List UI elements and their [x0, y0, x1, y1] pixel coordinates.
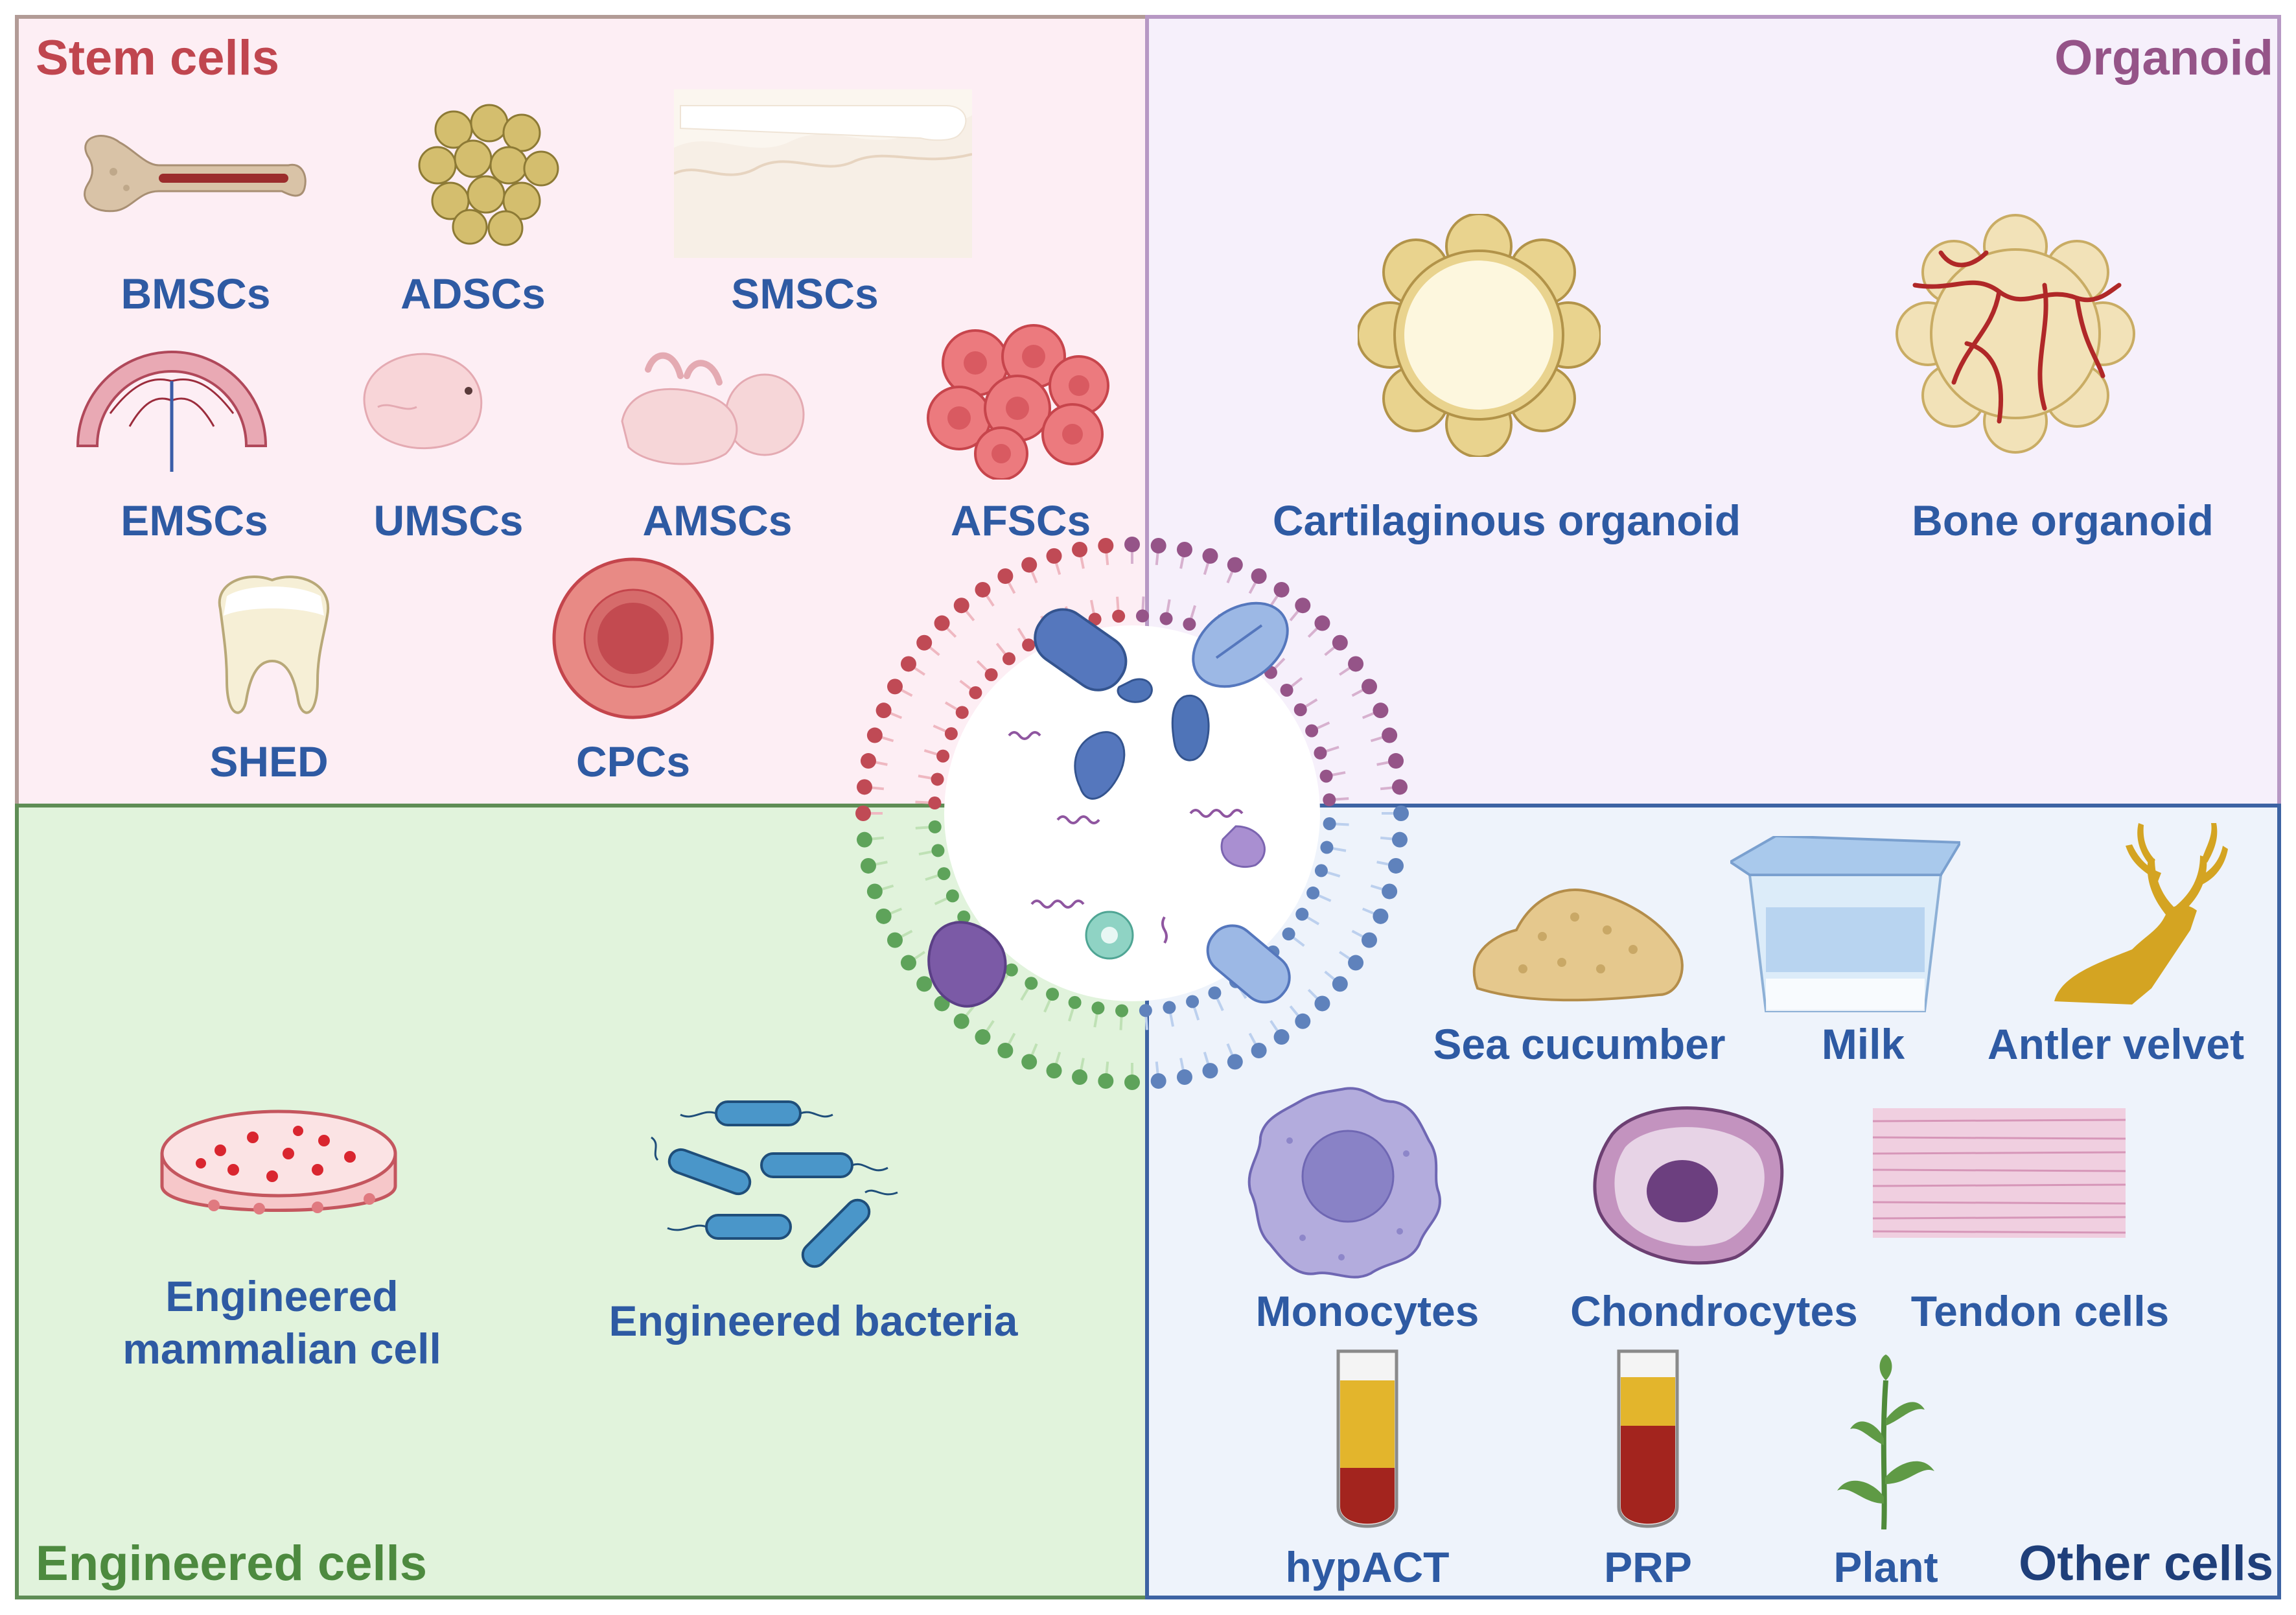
organoid-title: Organoid — [2054, 30, 2273, 86]
plant-icon — [1824, 1354, 1944, 1529]
bmscs-label: BMSCs — [121, 270, 271, 318]
prp-tube-icon — [1612, 1345, 1684, 1539]
bone-icon — [75, 130, 311, 220]
plant-label: Plant — [1833, 1543, 1938, 1591]
chondrocyte-icon — [1586, 1095, 1787, 1267]
other-cells-title: Other cells — [2019, 1536, 2273, 1591]
placenta-icon — [71, 342, 272, 472]
tendon-cells-label: Tendon cells — [1910, 1287, 2170, 1335]
adscs-label: ADSCs — [400, 270, 546, 318]
cartilaginous-organoid-label: Cartilaginous organoid — [1272, 496, 1741, 544]
petri-dish-icon — [156, 1102, 402, 1231]
prp-label: PRP — [1604, 1543, 1692, 1591]
emscs-label: EMSCs — [121, 496, 268, 544]
monocyte-icon — [1244, 1082, 1445, 1283]
bone-organoid-icon — [1896, 214, 2135, 454]
engineered-cells-title: Engineered cells — [36, 1536, 428, 1591]
engineered-bacteria-label: Engineered bacteria — [609, 1297, 1018, 1345]
antler-velvet-label: Antler velvet — [1987, 1020, 2245, 1068]
sea-cucumber-label: Sea cucumber — [1433, 1020, 1726, 1068]
red-cell-cluster-icon — [923, 324, 1111, 480]
stem-cells-title: Stem cells — [36, 30, 279, 86]
tendon-fiber-icon — [1873, 1102, 2126, 1244]
cpcs-label: CPCs — [575, 738, 691, 785]
adipose-cluster-icon — [415, 104, 561, 246]
amscs-label: AMSCs — [642, 496, 793, 544]
engineered-mammalian-cell-label: Engineered mammalian cell — [122, 1272, 441, 1373]
chondrocytes-label: Chondrocytes — [1570, 1287, 1858, 1335]
bacteria-icon — [648, 1095, 907, 1277]
afscs-label: AFSCs — [950, 496, 1091, 544]
milk-cup-icon — [1730, 836, 1960, 1017]
umscs-label: UMSCs — [373, 496, 524, 544]
shed-label: SHED — [209, 738, 329, 785]
bone-organoid-label: Bone organoid — [1912, 496, 2214, 544]
synovial-membrane-icon — [674, 89, 972, 258]
milk-label: Milk — [1821, 1020, 1905, 1068]
deer-antler-icon — [2035, 820, 2232, 1008]
smscs-label: SMSCs — [731, 270, 879, 318]
cartilage-organoid-icon — [1358, 214, 1601, 457]
monocytes-label: Monocytes — [1255, 1287, 1479, 1335]
sea-cucumber-icon — [1465, 878, 1688, 1005]
extracellular-vesicle-icon — [853, 535, 1411, 1092]
fetus-icon — [609, 343, 810, 473]
tooth-icon — [207, 570, 340, 726]
hypact-label: hypACT — [1285, 1543, 1450, 1591]
embryo-icon — [352, 342, 491, 456]
cardiac-cell-icon — [551, 556, 716, 721]
blood-tube-icon — [1332, 1345, 1403, 1539]
